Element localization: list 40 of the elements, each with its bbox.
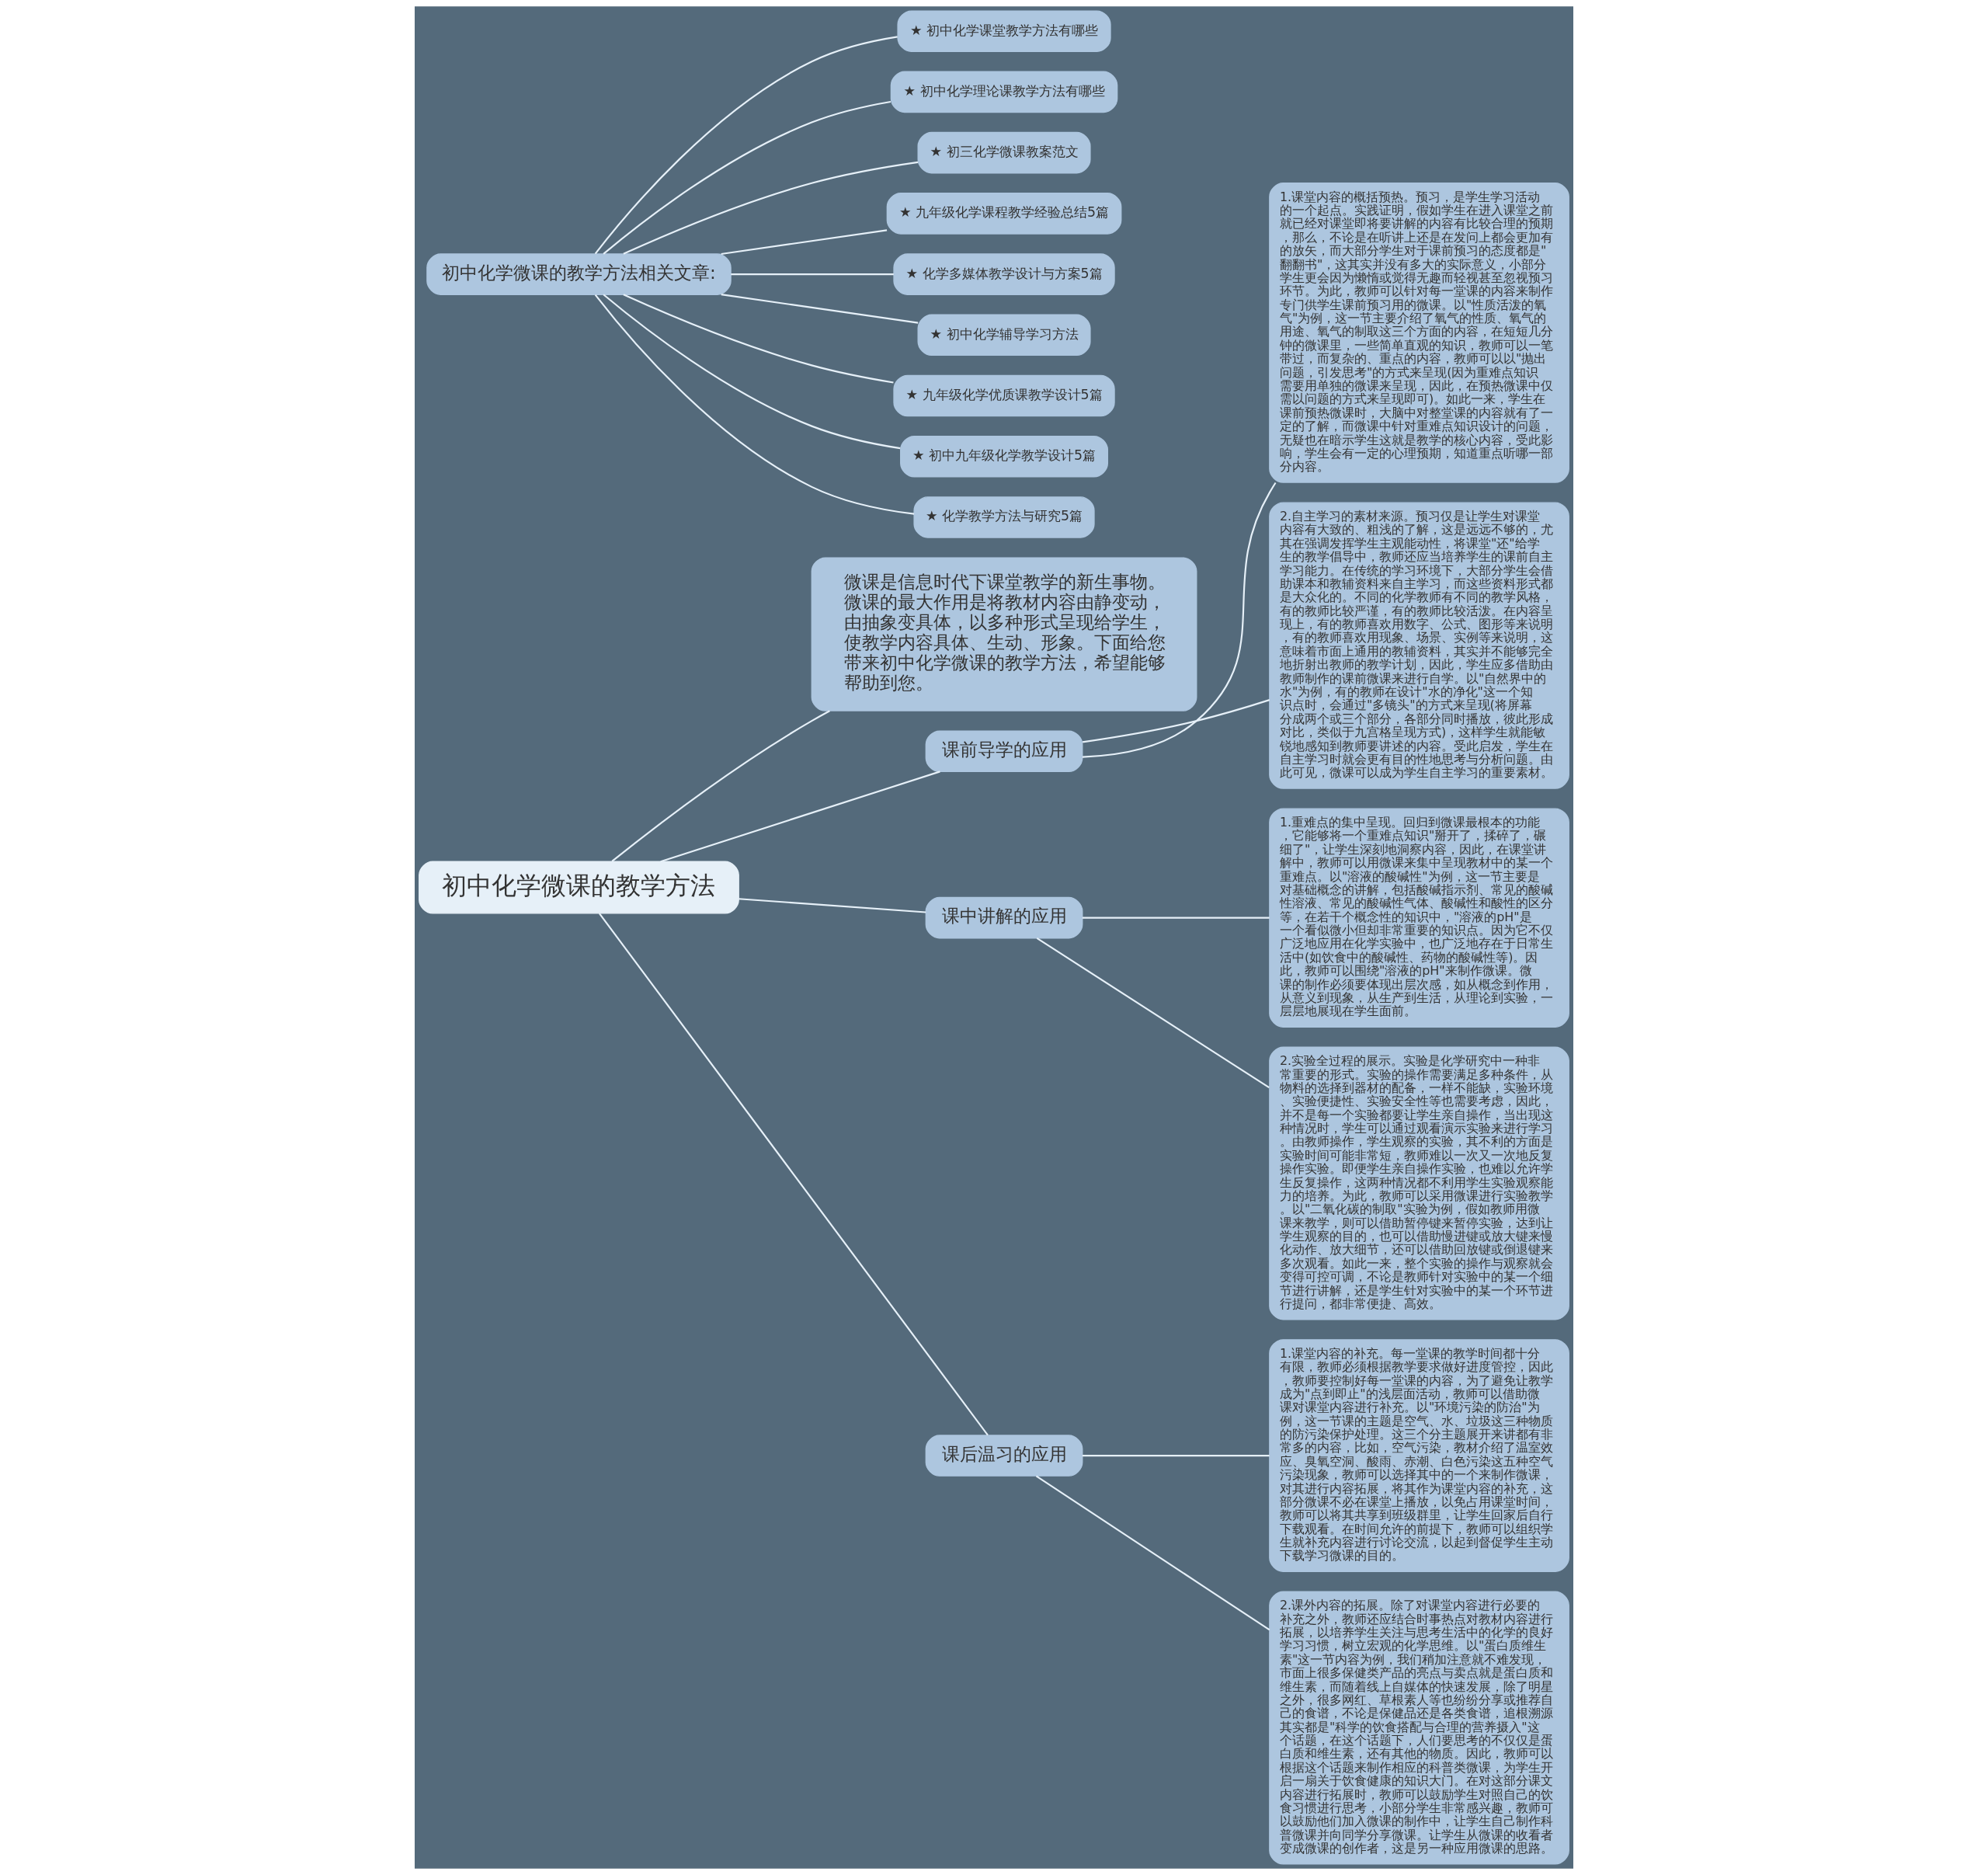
- node-box: 1.课堂内容的补充。每一堂课的教学时间都十分有限，教师必须根据教学要求做好进度管控，因此，教师要控制好每一堂课的内容，为了避免让教学成为"点到即止"的浅层面活动，教师可以借助微课对课堂内容进行补充。以"环境污染的防治"为例，这一节课的主题是空气、水、垃圾这三种物质的防污染保护处理。这三个分主题展开来讲都有非常多的内容，比如，空气污染，教材介绍了温室效应、臭氧空洞、酸雨、赤潮、白色污染这五种空气污染现象，教师可以选择其中的一个来制作微课，对其进行内容拓展，将其作为课堂内容的补充，这部分微课不必在课堂上播放，以免占用课堂时间，教师可以将其共享到班级群里，让学生回家后自行下载观看。在时间允许的前提下，教师可以组织学生就补充内容进行讨论交流，以起到督促学生主动下载学习微课的目的。: [1269, 1339, 1569, 1572]
- node-box: 1.重难点的集中呈现。回归到微课最根本的功能，它能够将一个重难点知识"掰开了，揉碎了，碾细了"，让学生深刻地洞察内容，因此，在课堂讲解中，教师可以用微课来集中呈现教材中的某一个重难点。以"溶液的酸碱性"为例，这一节主要是对基础概念的讲解，包括酸碱指示剂、常见的酸碱性溶液、常见的酸碱性气体、酸碱性和酸性的区分等，在若干个概念性的知识中，"溶液的pH"是一个看似微小但却非常重要的知识点。因为它不仅广泛地应用在化学实验中，也广泛地存在于日常生活中(如饮食中的酸碱性、药物的酸碱性等)。因此，教师可以围绕"溶液的pH"来制作微课。微课的制作必须要体现出层次感，如从概念到作用，从意义到现象，从生产到生活，从理论到实验，一层层地展现在学生面前。: [1269, 808, 1569, 1028]
- connector: [623, 161, 919, 255]
- connector: [721, 294, 919, 324]
- connector: [731, 273, 894, 276]
- connector: [611, 710, 830, 862]
- connector: [1036, 938, 1270, 1089]
- node-box: 1.课堂内容的概括预热。预习，是学生学习活动的一个起点。实践证明，假如学生在进入课堂之前就已经对课堂即将要讲解的内容有比较合理的预期，那么，不论是在听讲上还是在发问上都会更加有的放矢，而大部分学生对于课前预习的态度都是"翻翻书"，这其实并没有多大的实际意义，小部分学生更会因为懒惰或觉得无趣而轻视甚至忽视预习环节。为此，教师可以针对每一堂课的内容来制作专门供学生课前预习用的微课。以"性质活泼的氧气"为例，这一节主要介绍了氧气的性质、氧气的用途、氧气的制取这三个方面的内容，在短短几分钟的微课里，一些简单直观的知识，教师可以一笔带过，而复杂的、重点的内容，教师可以以"抛出问题，引发思考"的方式来呈现(因为重难点知识需要用单独的微课来呈现，因此，在预热微课中仅需以问题的方式来呈现即可)。如此一来，学生在课前预热微课时，大脑中对整堂课的内容就有了一定的了解，而微课中针对重难点知识设计的问题，无疑也在暗示学生这就是教学的核心内容，受此影响，学生会有一定的心理预期，知道重点听哪一部分内容。: [1269, 183, 1569, 483]
- connector: [594, 36, 898, 255]
- node-box: 课前导学的应用: [925, 730, 1083, 773]
- connector: [1082, 482, 1277, 758]
- node-box: 课中讲解的应用: [925, 896, 1083, 939]
- node-box: 2.课外内容的拓展。除了对课堂内容进行必要的补充之外，教师还应结合时事热点对教材内容进行拓展，以培养学生关注与思考生活中的化学的良好学习习惯，树立宏观的化学思维。以"蛋白质维生素"这一节内容为例，我们稍加注意就不难发现，市面上很多保健类产品的亮点与卖点就是蛋白质和维生素，而随着线上自媒体的快速发展，除了明星之外，很多网红、草根素人等也纷纷分享或推荐自己的食谱，不论是保健品还是各类食谱，追根溯源其实都是"科学的饮食搭配与合理的营养摄入"这个话题，在这个话题下，人们要思考的不仅仅是蛋白质和维生素，还有其他的物质。因此，教师可以根据这个话题来制作相应的科普类微课，为学生开启一扇关于饮食健康的知识大门。在对这部分课文内容进行拓展时，教师可以鼓励学生对照自己的饮食习惯进行思考，小部分学生非常感兴趣，教师可以鼓励他们加入微课的制作中，让学生自己制作科普微课并向同学分享微课。让学生从微课的收看者变成微课的创作者，这是另一种应用微课的思路。: [1269, 1591, 1569, 1865]
- node-box: ★ 初中化学辅导学习方法: [917, 314, 1091, 357]
- node-box: ★ 化学教学方法与研究5篇: [913, 496, 1095, 538]
- node-box: ★ 初中化学理论课教学方法有哪些: [890, 71, 1118, 113]
- connector: [660, 771, 940, 863]
- connector: [1082, 1454, 1270, 1457]
- connector: [1082, 917, 1270, 919]
- connector: [739, 898, 926, 913]
- node-box: ★ 初中九年级化学教学设计5篇: [900, 435, 1109, 478]
- connector: [623, 294, 894, 384]
- connector: [1035, 1475, 1270, 1631]
- node-box: 初中化学微课的教学方法: [419, 861, 739, 914]
- connector: [1082, 699, 1270, 743]
- node-box: 2.自主学习的素材来源。预习仅是让学生对课堂内容有大致的、粗浅的了解，这是远远不够的，尤其在强调发挥学生主观能动性，将课堂"还"给学生的教学倡导中，教师还应当培养学生的课前自主学习能力。在传统的学习环境下，大部分学生会借助课本和教辅资料来自主学习，而这些资料形式都是大众化的。不同的化学教师有不同的教学风格，有的教师比较严谨，有的教师比较活泼。在内容呈现上，有的教师喜欢用数字、公式、图形等来说明，有的教师喜欢用现象、场景、实例等来说明，这意味着市面上通用的教辅资料，其实并不能够完全地折射出教师的教学计划，因此，学生应多借助由教师制作的课前微课来进行自学。以"自然界中的水"为例，有的教师在设计"水的净化"这一个知识点时，会通过"多镜头"的方式来呈现(将屏幕分成两个或三个部分，各部分同时播放，彼此形成对比，类似于九宫格呈现方式)，这样学生就能敏锐地感知到教师要讲述的内容。受此启发，学生在自主学习时就会更有目的性地思考与分析问题。由此可见，微课可以成为学生自主学习的重要素材。: [1269, 502, 1569, 789]
- node-box: ★ 九年级化学优质课教学设计5篇: [893, 374, 1115, 417]
- connector: [603, 294, 901, 450]
- node-box: 微课是信息时代下课堂教学的新生事物。微课的最大作用是将教材内容由静变动，由抽象变具体，以多种形式呈现给学生，使教学内容具体、生动、形象。下面给您带来初中化学微课的教学方法，希望能够帮助到您。: [811, 557, 1197, 711]
- connector: [721, 229, 888, 256]
- connector: [603, 100, 891, 255]
- node-box: ★ 初三化学微课教案范文: [917, 131, 1091, 174]
- node-box: 初中化学微课的教学方法相关文章:: [426, 253, 732, 295]
- node-box: 课后温习的应用: [925, 1435, 1083, 1477]
- node-box: 2.实验全过程的展示。实验是化学研究中一种非常重要的形式。实验的操作需要满足多种条件，从物料的选择到器材的配备，一样不能缺，实验环境、实验便捷性、实验安全性等也需要考虑，因此，并不是每一个实验都要让学生亲自操作，当出现这种情况时，学生可以通过观看演示实验来进行学习。由教师操作，学生观察的实验，其不利的方面是实验时间可能非常短，教师难以一次又一次地反复操作实验。即便学生亲自操作实验，也难以允许学生反复操作，这两种情况都不利用学生实验观察能力的培养。为此，教师可以采用微课进行实验教学。以"二氧化碳的制取"实验为例，假如教师用微课来教学，则可以借助暂停键来暂停实验，达到让学生观察的目的，也可以借助慢进键或放大键来慢化动作、放大细节，还可以借助回放键或倒退键来多次观看。如此一来，整个实验的操作与观察就会变得可控可调，不论是教师针对实验中的某一个细节进行讲解，还是学生针对实验中的某一个环节进行提问，都非常便捷、高效。: [1269, 1046, 1569, 1320]
- node-box: ★ 初中化学课堂教学方法有哪些: [897, 10, 1111, 52]
- connector: [598, 913, 989, 1436]
- node-box: ★ 九年级化学课程教学经验总结5篇: [886, 193, 1122, 235]
- node-box: ★ 化学多媒体教学设计与方案5篇: [893, 253, 1115, 295]
- connector: [594, 294, 915, 515]
